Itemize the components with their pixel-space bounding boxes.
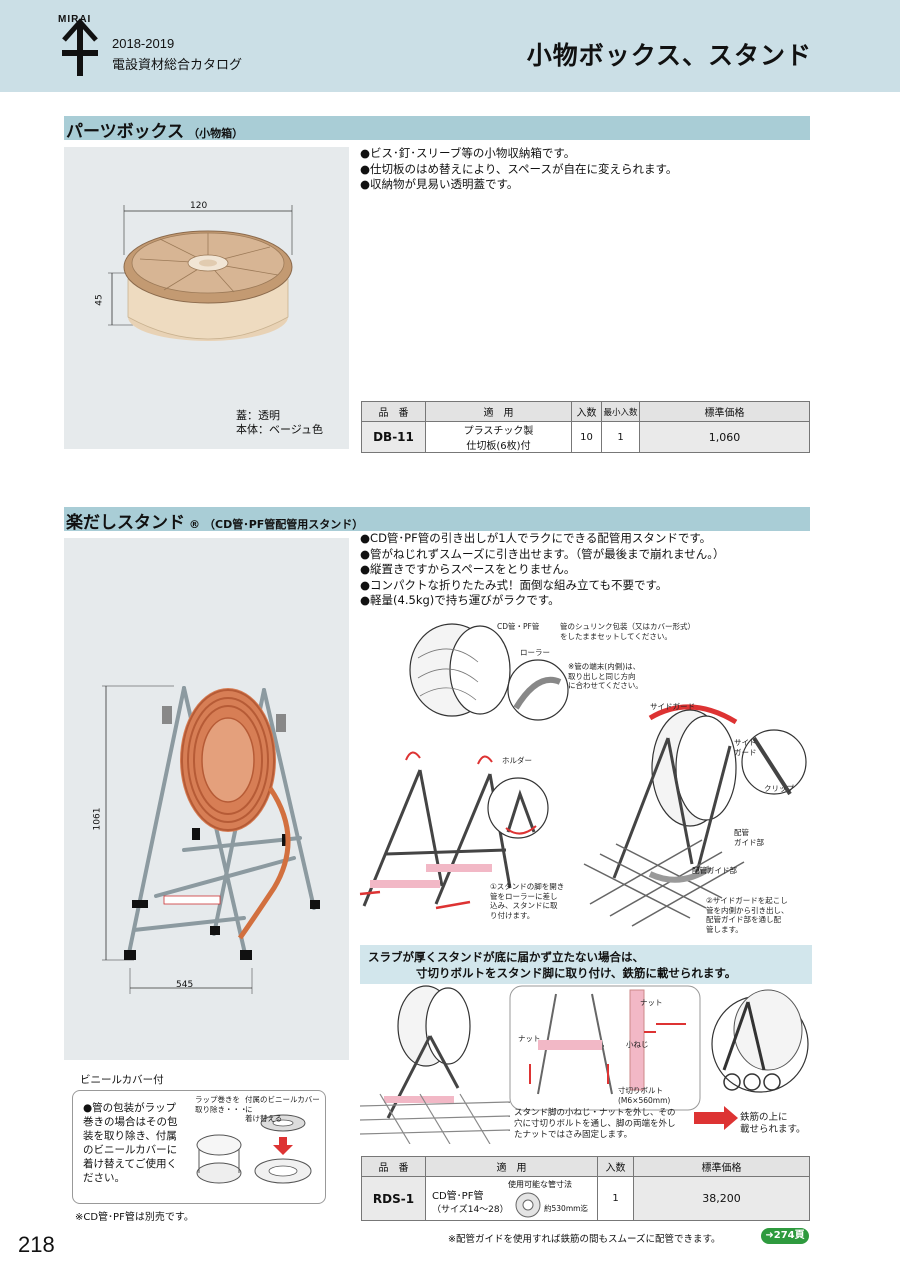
section-title-stand: 楽だしスタンド®（CD管･PF管配管用スタンド）	[66, 513, 364, 533]
product-qty: 10	[571, 421, 602, 453]
parts-box-features: ビス･釘･スリーブ等の小物収納箱です。 仕切板のはめ替えにより、スペースが自在に…	[360, 146, 810, 193]
callout-side-guard-small: サイドガード	[734, 738, 757, 757]
callout-shrink: 管のシュリンク包装（又はカバー形式）をしたままセットしてください。	[560, 622, 695, 641]
dim-height-label: 1061	[92, 807, 103, 831]
page-number: 218	[18, 1232, 55, 1257]
header-band	[0, 0, 900, 92]
feature-item: 収納物が見易い透明蓋です。	[360, 177, 810, 193]
dim-width-label: 545	[176, 980, 194, 990]
section-bar-stand: 楽だしスタンド®（CD管･PF管配管用スタンド）	[64, 507, 810, 533]
product-price: 38,200	[633, 1176, 810, 1221]
callout-nut-2: ナット	[640, 998, 663, 1007]
product-code: RDS-1	[361, 1176, 426, 1221]
callout-holder: ホルダー	[502, 756, 532, 765]
feature-item: CD管･PF管の引き出しが1人でラクにできる配管用スタンドです。	[360, 531, 810, 547]
col-header: 品 番	[361, 1156, 426, 1177]
brand-logo-icon	[62, 18, 98, 76]
col-header: 最小入数	[601, 401, 640, 422]
callout-bolt: 寸切りボルト(M6×560mm)	[618, 1086, 671, 1105]
catalog-year: 2018-2019	[112, 36, 175, 51]
material-lid: 蓋：透明	[236, 409, 280, 422]
callout-step1: ①スタンドの脚を開き管をローラーに差し込み、スタンドに取り付けます。	[490, 882, 565, 920]
footer-note: ※配管ガイドを使用すれば鉄筋の間もスムーズに配管できます。	[448, 1234, 721, 1245]
product-use: プラスチック製仕切板(6枚)付	[425, 421, 572, 453]
product-min-qty: 1	[601, 421, 640, 453]
stand-features: CD管･PF管の引き出しが1人でラクにできる配管用スタンドです。 管がねじれずス…	[360, 531, 810, 609]
parts-box-photo-panel: 120 45 蓋：透明 本体：ベージュ色	[64, 147, 349, 449]
product-code: DB-11	[361, 421, 426, 453]
note-sold-separately: ※CD管･PF管は別売です。	[75, 1212, 194, 1223]
stand-usage-diagram	[359, 623, 807, 927]
product-qty: 1	[597, 1176, 634, 1221]
callout-nut: ナット	[518, 1034, 541, 1043]
slab-result: 鉄筋の上に載せられます。	[740, 1112, 806, 1135]
arrow-right-icon: ➜	[765, 1230, 774, 1241]
feature-item: 軽量(4.5kg)で持ち運びがラクです。	[360, 593, 810, 609]
section-title-parts-box: パーツボックス（小物箱）	[66, 122, 244, 142]
callout-pipe: CD管・PF管	[497, 622, 540, 631]
feature-item: ビス･釘･スリーブ等の小物収納箱です。	[360, 146, 810, 162]
slab-notice-line2: 寸切りボルトをスタンド脚に取り付け、鉄筋に載せられます。	[416, 966, 737, 980]
callout-roller: ローラー	[520, 648, 550, 657]
feature-item: コンパクトな折りたたみ式！面倒な組み立ても不要です。	[360, 578, 810, 594]
table-row: DB-11 プラスチック製仕切板(6枚)付 10 1 1,060	[361, 421, 810, 453]
section-bar-parts-box: パーツボックス（小物箱）	[64, 116, 810, 142]
dim-height-label: 45	[94, 294, 105, 306]
slab-instruction: スタンド脚の小ねじ・ナットを外し、その穴に寸切りボルトを通し、脚の両端を外したナ…	[514, 1108, 676, 1140]
page-ref-link[interactable]: ➜274頁	[761, 1228, 809, 1244]
feature-item: 仕切板のはめ替えにより、スペースが自在に変えられます。	[360, 162, 810, 178]
vinyl-illustration	[196, 1114, 312, 1184]
page-title: 小物ボックス、スタンド	[526, 41, 812, 70]
callout-step2: ②サイドガードを起こし管を内側から引き出し、配管ガイド部を通し配管します。	[706, 896, 789, 934]
callout-pipe-guide-2: 配管ガイド部	[692, 866, 737, 875]
col-header: 入数	[597, 1156, 634, 1177]
stand-spec-table: 品 番 適 用 入数 標準価格 RDS-1 CD管･PF管 （サイズ14～28）…	[361, 1156, 810, 1221]
dim-width-label: 120	[190, 201, 208, 211]
vinyl-label: ビニールカバー付	[80, 1074, 164, 1086]
slab-diagram	[360, 985, 809, 1144]
callout-pipe-guide: 配管ガイド部	[734, 828, 764, 847]
feature-item: 管がねじれずスムーズに引き出せます。（管が最後まで崩れません。）	[360, 547, 810, 563]
callout-wrap: ラップ巻きを取り除き・・・	[195, 1095, 248, 1114]
parts-box-spec-table: 品 番 適 用 入数 最小入数 標準価格 DB-11 プラスチック製仕切板(6枚…	[361, 401, 810, 453]
callout-pipe-end: ※管の端末(内側)は、取り出しと同じ方向に合わせてください。	[568, 662, 643, 690]
slab-notice: スラブが厚くスタンドが底に届かず立たない場合は、 寸切りボルトをスタンド脚に取り…	[360, 945, 812, 984]
callout-small-screw: 小ねじ	[626, 1040, 649, 1049]
col-header: 適 用	[425, 1156, 598, 1177]
callout-side-guard: サイドガード	[650, 702, 695, 711]
pipe-size-icon	[515, 1192, 541, 1218]
product-price: 1,060	[639, 421, 810, 453]
material-body: 本体：ベージュ色	[236, 423, 324, 436]
table-row: RDS-1 CD管･PF管 （サイズ14～28） 使用可能な管寸法 約530mm…	[361, 1176, 810, 1221]
callout-clip: クリップ	[764, 784, 794, 793]
brand-logo-text: MIRAI	[58, 14, 92, 25]
col-header: 標準価格	[633, 1156, 810, 1177]
col-header: 入数	[571, 401, 602, 422]
slab-notice-line1: スラブが厚くスタンドが底に届かず立たない場合は、	[368, 950, 644, 964]
stand-photo-panel: 1061 545	[64, 538, 349, 1060]
col-header: 品 番	[361, 401, 426, 422]
col-header: 標準価格	[639, 401, 810, 422]
vinyl-text: ●管の包装がラップ巻きの場合はその包装を取り除き、付属のビニールカバーに着け替え…	[83, 1102, 178, 1184]
product-use: CD管･PF管 （サイズ14～28） 使用可能な管寸法 約530mm迄	[425, 1176, 598, 1221]
feature-item: 縦置きですからスペースをとりません。	[360, 562, 810, 578]
callout-cover: 付属のビニールカバーに着け替える	[245, 1095, 320, 1123]
stand-illustration	[102, 685, 320, 994]
catalog-name: 電設資材総合カタログ	[112, 58, 243, 73]
col-header: 適 用	[425, 401, 572, 422]
parts-box-illustration	[108, 205, 293, 341]
vinyl-cover-box: ●管の包装がラップ巻きの場合はその包装を取り除き、付属のビニールカバーに着け替え…	[72, 1090, 326, 1204]
